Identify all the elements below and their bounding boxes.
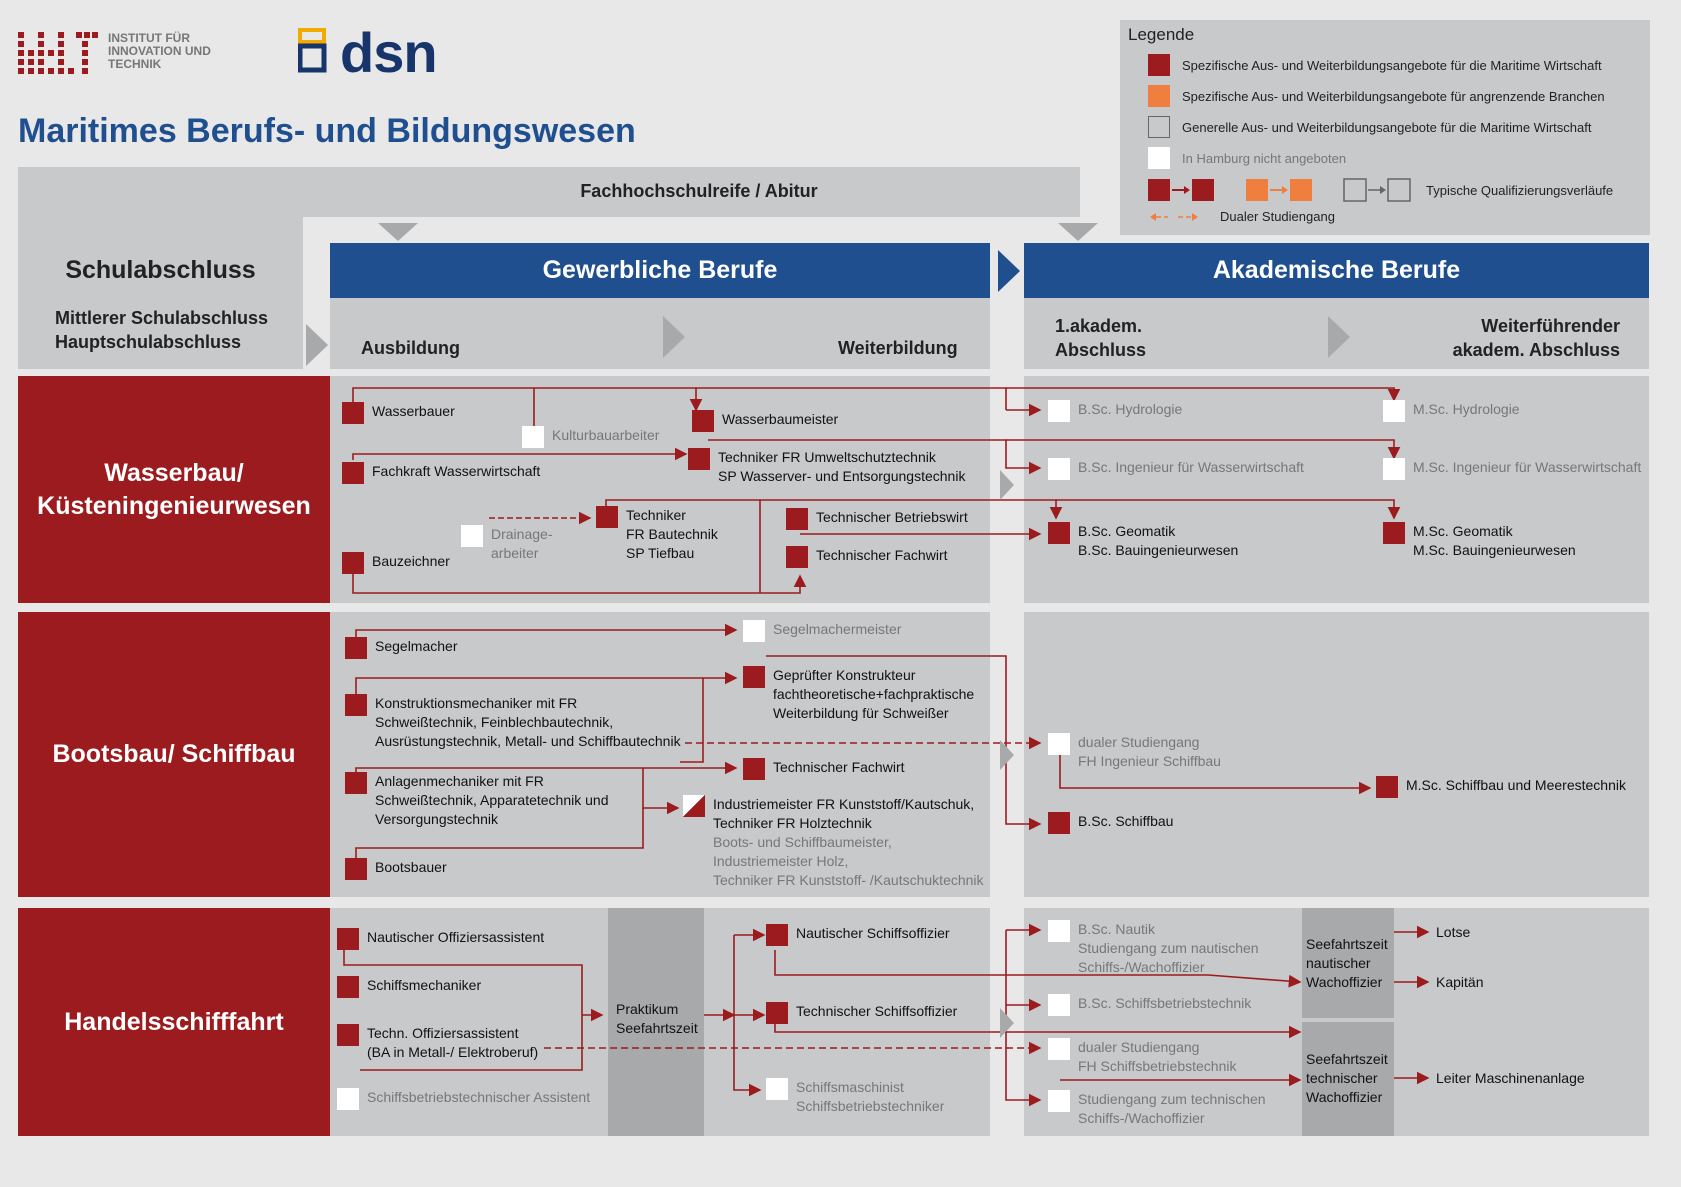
legend-red-label: Spezifische Aus- und Weiterbildungsangeb… [1182, 57, 1602, 73]
wasserbau-label-1: Wasserbau/ [104, 458, 244, 487]
akademische-berufe-header: Akademische Berufe [1024, 243, 1649, 298]
handel-label: Handelsschifffahrt [64, 1007, 284, 1036]
legend-item-outline: Generelle Aus- und Weiterbildungsangebot… [1148, 116, 1591, 138]
legend: Legende Spezifische Aus- und Weiterbildu… [1120, 20, 1650, 235]
schulabschluss-panel [18, 217, 303, 369]
legend-white-square-icon [1148, 147, 1170, 169]
praktikum-panel [608, 908, 704, 1136]
bootsbau-akademisch-panel [1024, 612, 1649, 897]
legend-red-square-icon [1148, 54, 1170, 76]
legend-item-orange: Spezifische Aus- und Weiterbildungsangeb… [1148, 85, 1605, 107]
kapitaen-label: Kapitän [1436, 974, 1484, 990]
lotse-label: Lotse [1436, 924, 1471, 940]
schulabschluss-sub-2: Hauptschulabschluss [55, 332, 242, 352]
wasserbau-akademisch-panel [1024, 376, 1649, 603]
leiter-maschinenanlage-label: Leiter Maschinenanlage [1436, 1070, 1585, 1086]
legend-dual-label: Dualer Studiengang [1220, 209, 1335, 224]
row-label-wasserbau: Wasserbau/ Küsteningenieurwesen [18, 376, 330, 603]
bootsbau-gewerblich-panel [330, 612, 990, 897]
seefahrtszeit-technisch-panel [1302, 1022, 1394, 1136]
dsn-logo-icon [298, 28, 327, 73]
logo-line-1: INSTITUT FÜR [108, 31, 190, 45]
legend-outline-label: Generelle Aus- und Weiterbildungsangebot… [1182, 119, 1592, 135]
ausbildung-label: Ausbildung [361, 338, 460, 358]
legend-paths-label: Typische Qualifizierungsverläufe [1426, 182, 1614, 198]
akadem2-line-1: Weiterführender [1481, 316, 1620, 336]
wasserbau-label-2: Küsteningenieurwesen [37, 491, 311, 520]
page-title: Maritimes Berufs- und Bildungswesen [18, 112, 636, 150]
dsn-logo-text: dsn [340, 21, 438, 84]
akadem2-line-2: akadem. Abschluss [1452, 340, 1620, 360]
legend-item-white: In Hamburg nicht angeboten [1148, 147, 1346, 169]
legend-title: Legende [1128, 25, 1195, 44]
weiterbildung-label: Weiterbildung [838, 338, 958, 358]
fachhochschulreife-bar [18, 167, 1080, 217]
gewerbliche-sub-panel [330, 298, 990, 369]
legend-orange-square-icon [1148, 85, 1170, 107]
logo-line-2: INNOVATION UND [108, 44, 211, 58]
legend-item-red: Spezifische Aus- und Weiterbildungsangeb… [1148, 54, 1602, 76]
akadem1-line-2: Abschluss [1055, 340, 1147, 360]
fachhochschulreife-label: Fachhochschulreife / Abitur [580, 181, 818, 201]
schulabschluss-title: Schulabschluss [65, 256, 256, 284]
legend-outline-square-icon [1148, 116, 1170, 138]
iit-logo-icon [18, 32, 98, 74]
wasserbau-gewerblich-panel [330, 376, 990, 603]
qualification-path-icon [1148, 178, 1411, 202]
gewerbliche-berufe-header: Gewerbliche Berufe [330, 243, 990, 298]
legend-item-paths: Typische Qualifizierungsverläufe [1148, 178, 1613, 202]
erster-akadem-abschluss: 1.akadem. Abschluss [1055, 314, 1146, 362]
seefahrtszeit-nautisch-panel [1302, 908, 1394, 1018]
legend-orange-label: Spezifische Aus- und Weiterbildungsangeb… [1182, 88, 1605, 104]
akadem1-line-1: 1.akadem. [1055, 316, 1143, 336]
bootsbau-label: Bootsbau/ Schiffbau [52, 740, 296, 768]
legend-white-label: In Hamburg nicht angeboten [1182, 150, 1347, 166]
schulabschluss-sub-1: Mittlerer Schulabschluss [55, 308, 269, 328]
row-label-handel: Handelsschifffahrt [18, 908, 330, 1136]
row-label-bootsbau: Bootsbau/ Schiffbau [18, 612, 330, 897]
weiterfuehrender-abschluss: Weiterführender akadem. Abschluss [1420, 314, 1620, 362]
logo-line-3: TECHNIK [108, 57, 162, 71]
iit-logo-text: INSTITUT FÜR INNOVATION UND TECHNIK [108, 32, 211, 71]
dual-study-arrow-icon [1150, 212, 1198, 221]
legend-item-dual: Dualer Studiengang [1148, 209, 1335, 224]
